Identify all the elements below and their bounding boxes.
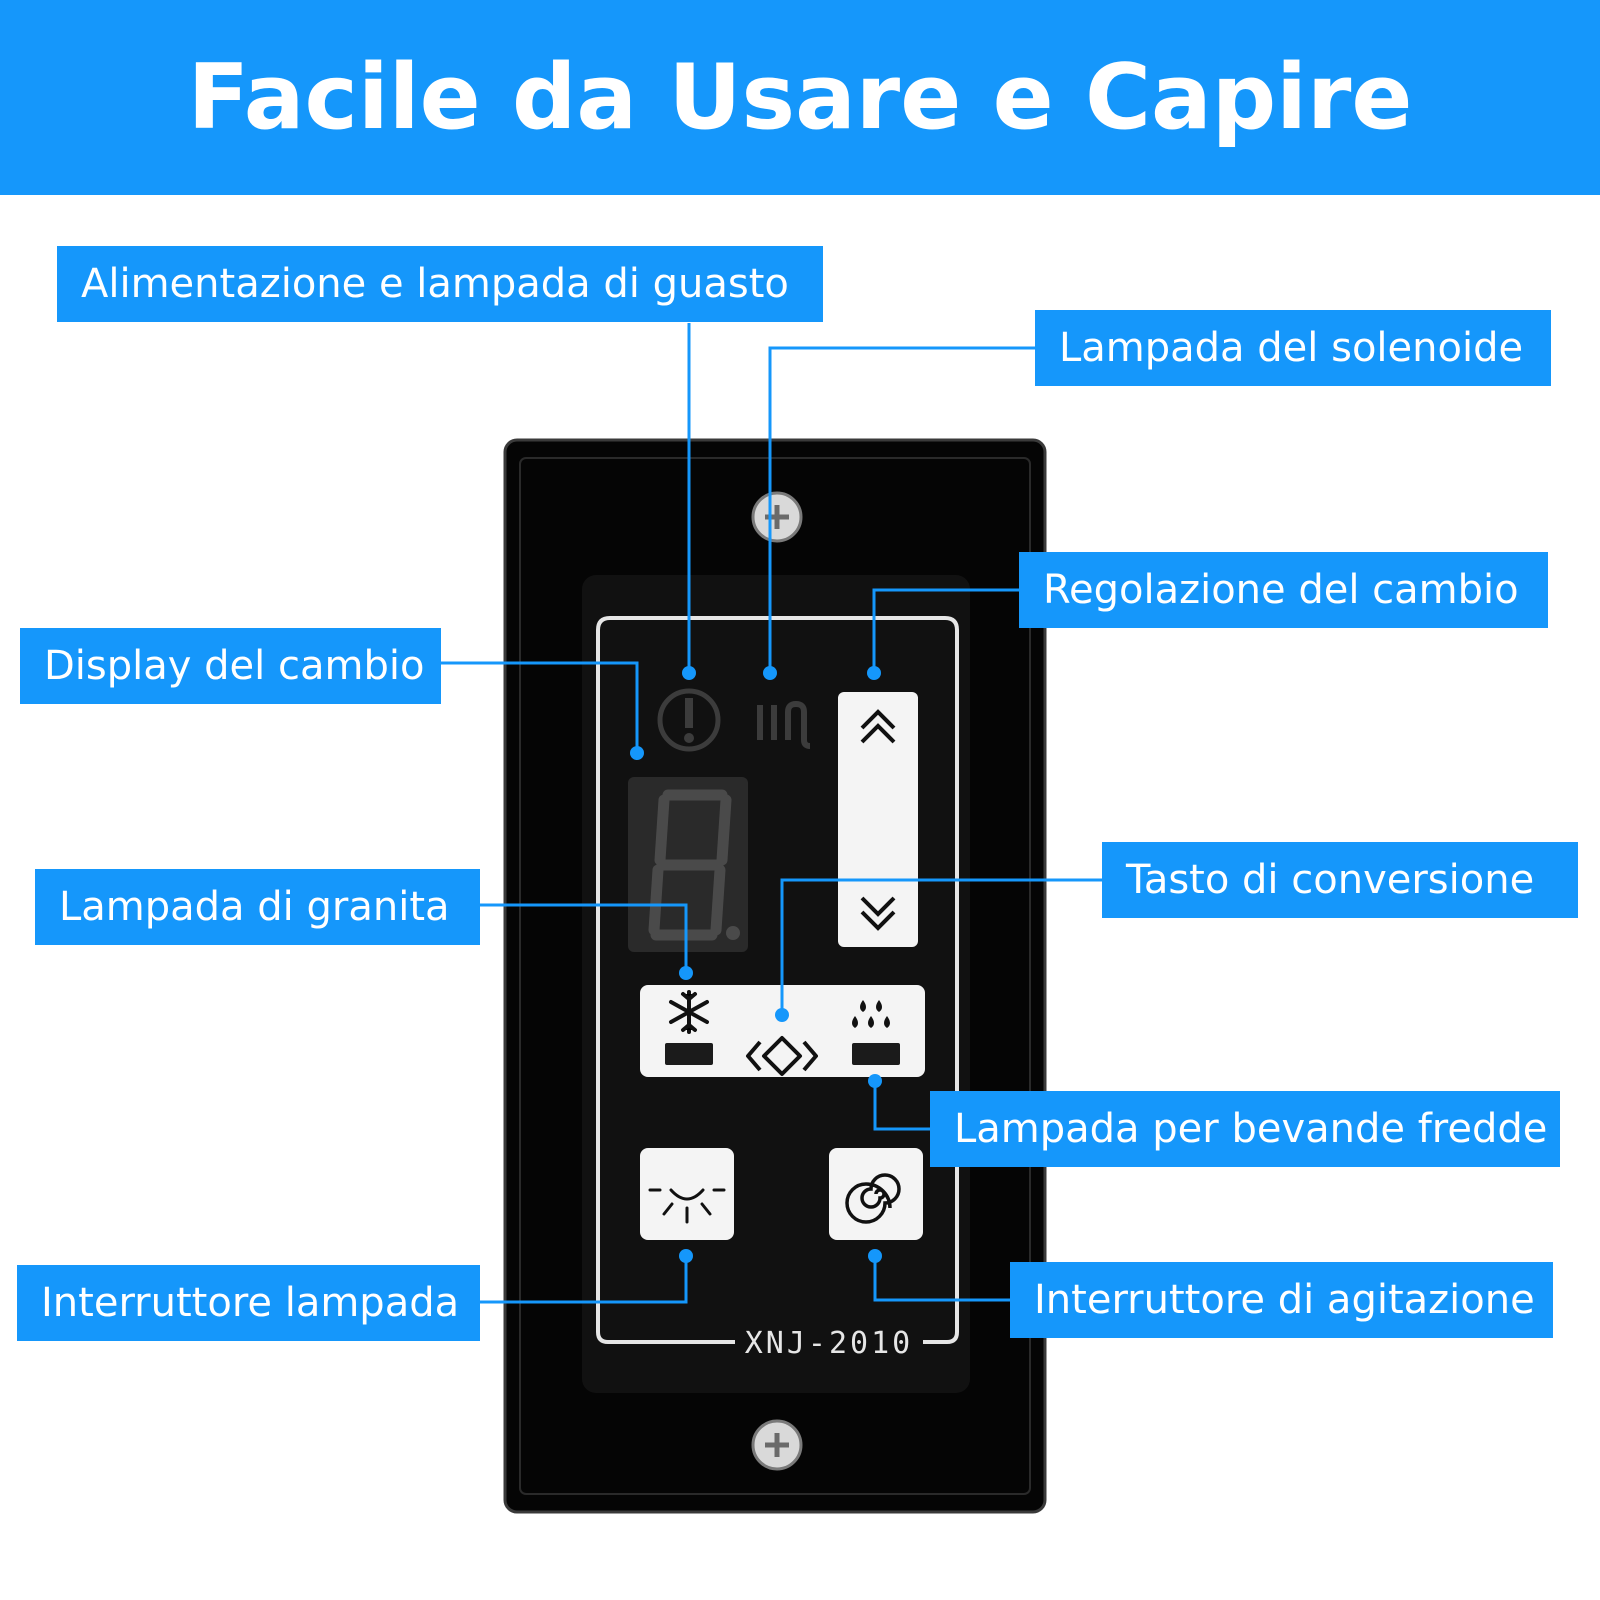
header-banner: Facile da Usare e Capire [0,0,1600,195]
leader-conversion [780,878,1102,1015]
leader-agitation [873,1256,1010,1302]
leader-gear-adjust [872,588,1019,673]
label-gear-adjustment: Regolazione del cambio [1019,552,1548,628]
seven-segment-dot [726,926,740,940]
seven-segment-digit [648,789,732,941]
spiral-icon [845,1173,901,1224]
page-title: Facile da Usare e Capire [187,45,1413,150]
snowflake-icon [669,990,709,1034]
leader-slush-lamp [480,903,688,973]
leader-dots [630,666,882,1263]
model-number: XNJ-2010 [745,1326,914,1361]
label-solenoid-lamp: Lampada del solenoide [1035,310,1551,386]
leader-cold-drink [873,1081,930,1131]
slush-lamp-indicator [665,1043,713,1065]
leader-gear-display [441,661,639,753]
top-screw-icon [751,491,803,543]
label-conversion-key: Tasto di conversione [1102,842,1578,918]
panel-bezel-inner [519,457,1031,1495]
solenoid-lamp-icon [757,700,811,749]
leader-lamp-switch [480,1256,688,1304]
leader-lines [441,323,1102,1304]
face-plate-border [596,616,959,1344]
bottom-screw-icon [751,1419,803,1471]
light-bulb-icon [648,1188,726,1224]
label-agitation-switch: Interruttore di agitazione [1010,1262,1553,1338]
fault-lamp-icon [657,688,721,752]
leader-solenoid [768,346,1035,673]
label-lamp-switch: Interruttore lampada [17,1265,480,1341]
label-power-fault-lamp: Alimentazione e lampada di guasto [57,246,823,322]
cold-drink-lamp-indicator [852,1043,900,1065]
conversion-key-icon [746,1036,818,1076]
gear-adjust-key [838,692,918,947]
chevron-down-icon [860,896,896,931]
label-cold-drink-lamp: Lampada per bevande fredde [930,1091,1560,1167]
chevron-up-icon [860,709,896,744]
lamp-switch-key [640,1148,734,1240]
label-slush-lamp: Lampada di granita [35,869,480,945]
label-gear-display: Display del cambio [20,628,441,704]
water-drops-icon [852,1000,890,1028]
